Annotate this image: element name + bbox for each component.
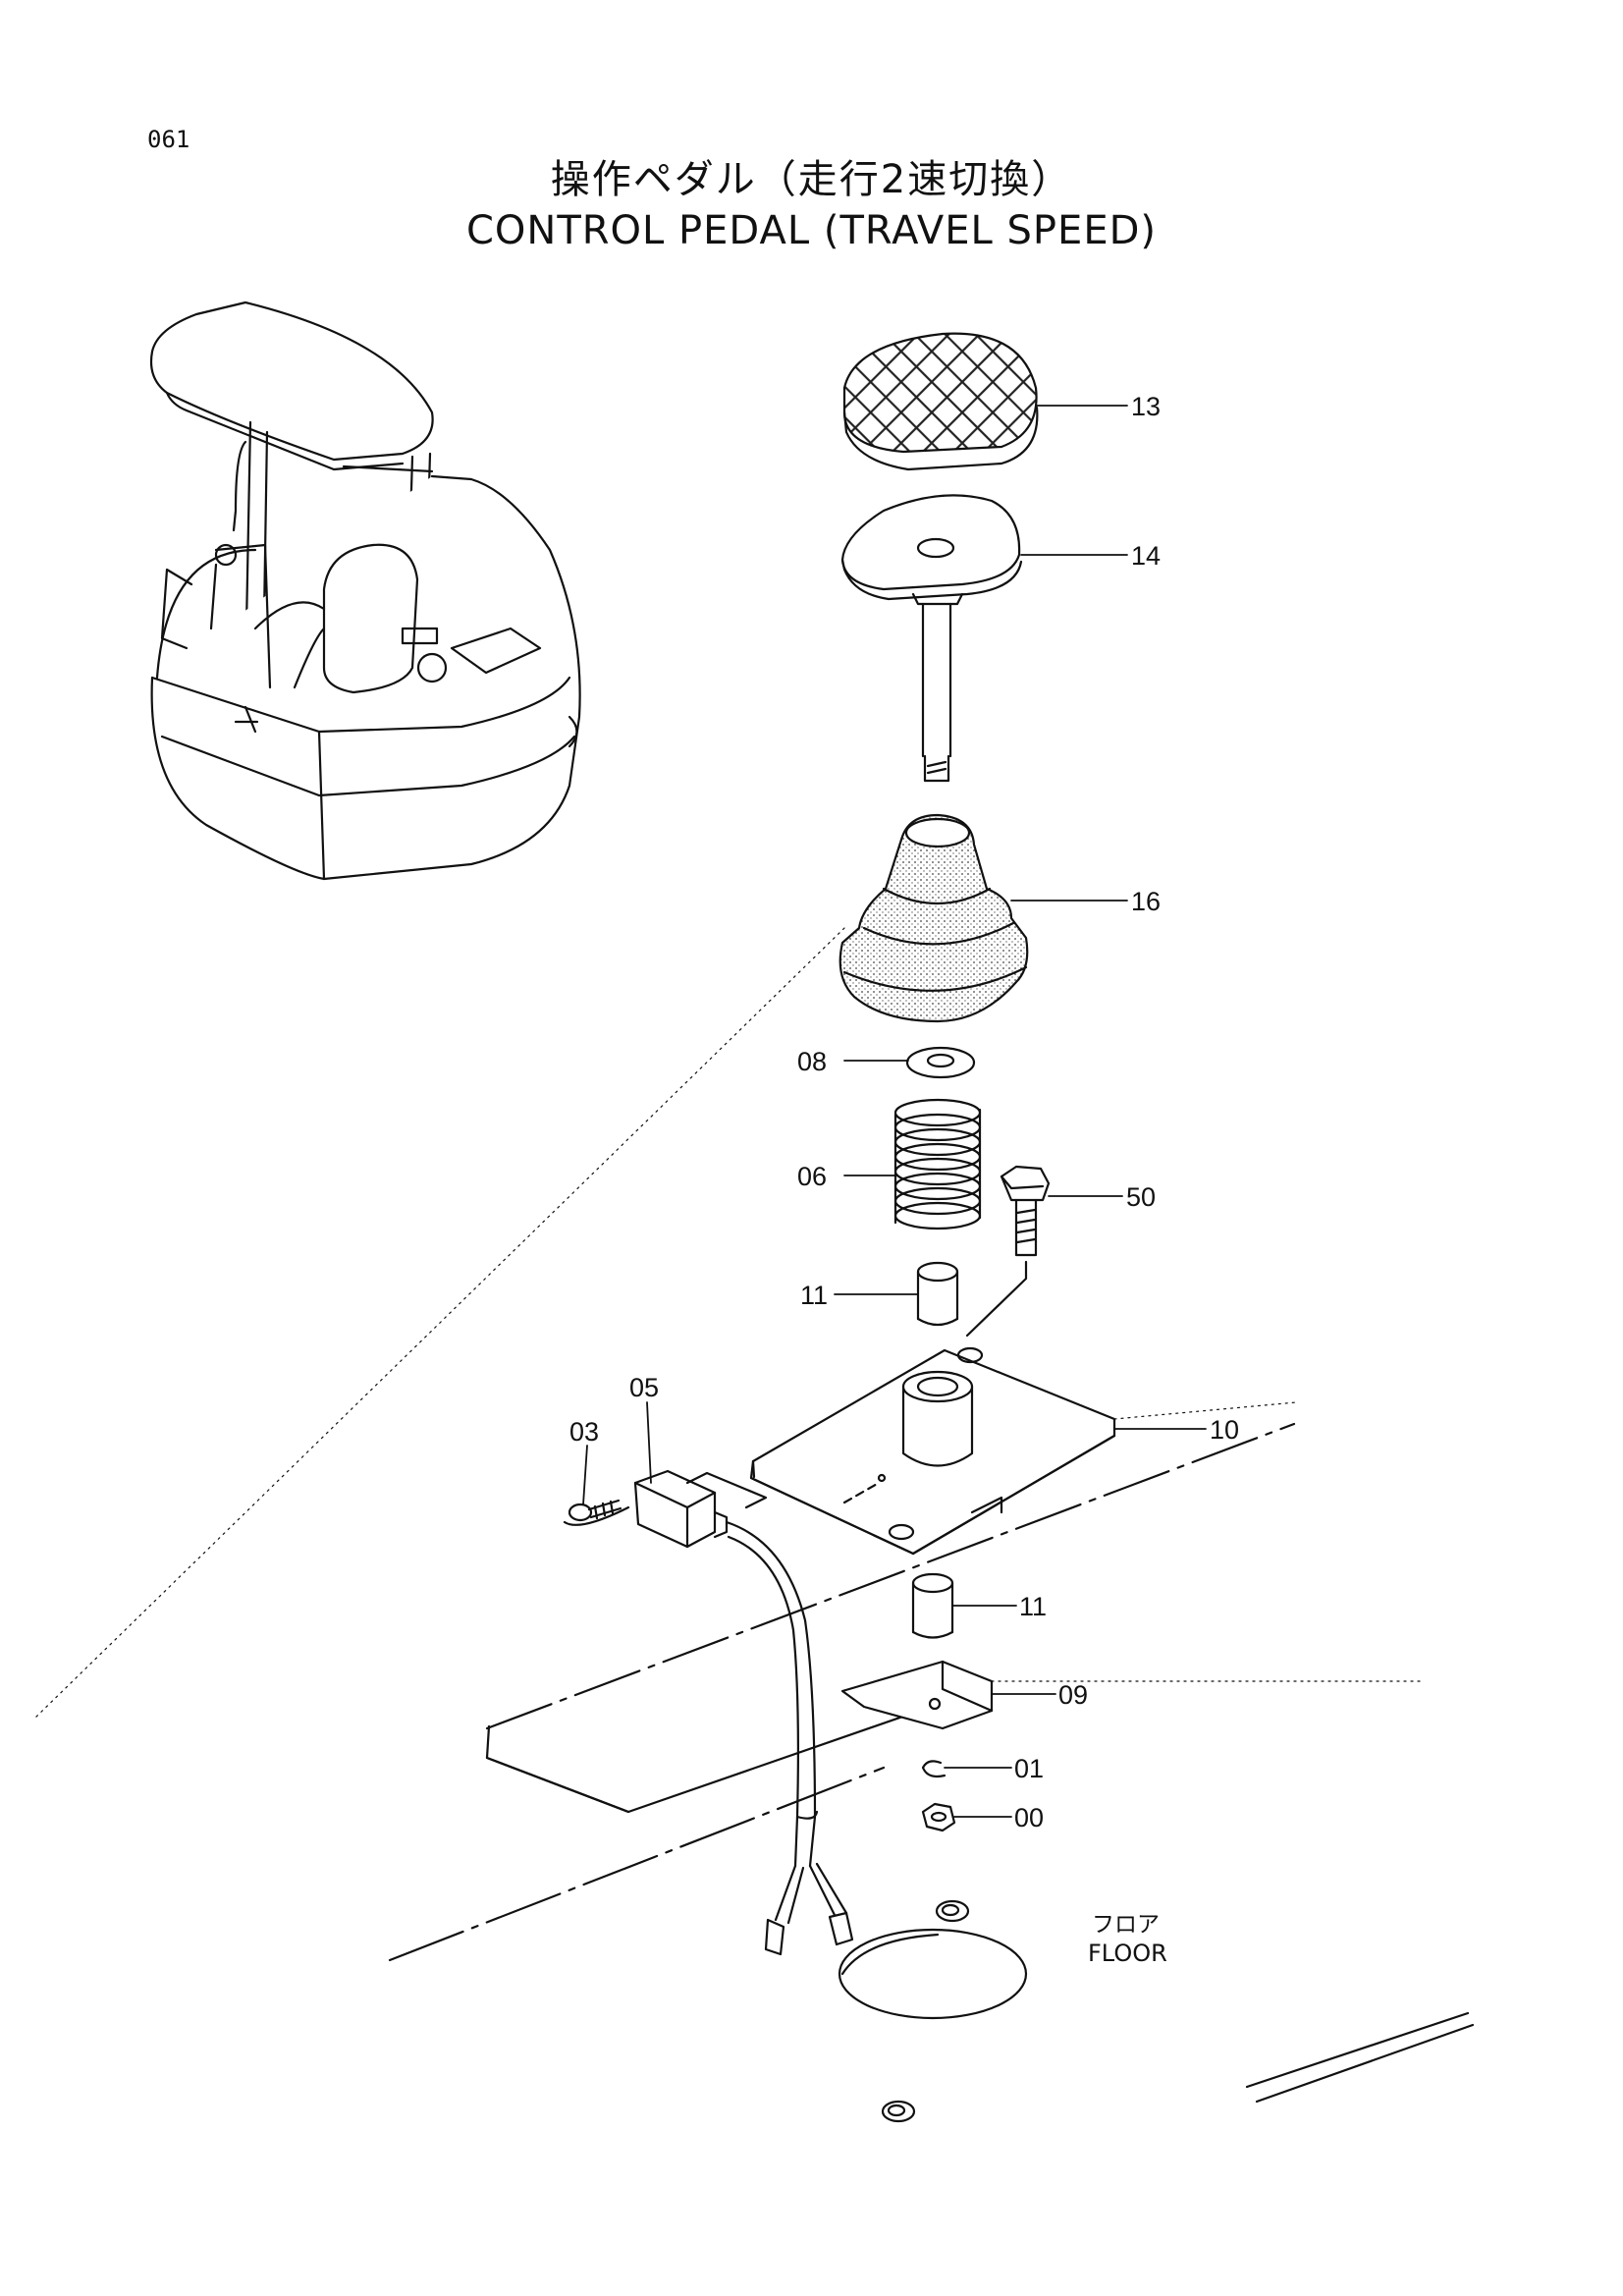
floor-holes [838, 1899, 1028, 2123]
callout-10: 10 [1210, 1415, 1239, 1445]
part-11-collar-top [916, 1261, 959, 1327]
part-03-screw [568, 1499, 622, 1522]
part-50-bolt [965, 1165, 1051, 1338]
callout-16: 16 [1131, 887, 1161, 916]
callout-03: 03 [569, 1417, 599, 1447]
floor-plate [388, 1422, 1475, 2104]
part-10-base-plate [749, 1346, 1116, 1556]
leader-lines [582, 405, 1207, 1818]
callouts: 13 14 16 08 06 50 11 05 03 10 11 09 01 0… [569, 392, 1239, 1832]
part-01-snap-ring [921, 1760, 947, 1778]
title-english: CONTROL PEDAL (TRAVEL SPEED) [465, 208, 1158, 253]
construction-lines [33, 927, 1425, 1720]
callout-13: 13 [1131, 392, 1161, 421]
callout-11-top: 11 [800, 1281, 828, 1310]
part-08-washer [905, 1046, 976, 1079]
callout-11-bottom: 11 [1019, 1592, 1047, 1621]
callout-14: 14 [1131, 541, 1161, 571]
part-13-pedal-pad [842, 332, 1039, 471]
page-number: 061 [147, 126, 190, 153]
part-14-pedal-shaft [840, 494, 1023, 783]
callout-00: 00 [1014, 1803, 1044, 1832]
part-05-switch [563, 1469, 854, 1956]
machine-overview-illustration [149, 301, 581, 881]
callout-09: 09 [1058, 1680, 1088, 1710]
part-11-collar-bottom [911, 1572, 954, 1639]
floor-label-japanese: フロア [1092, 1912, 1160, 1938]
callout-01: 01 [1014, 1754, 1044, 1783]
callout-08: 08 [797, 1047, 827, 1076]
callout-50: 50 [1126, 1182, 1156, 1212]
part-00-nut [921, 1802, 956, 1832]
part-09-bracket [840, 1660, 994, 1730]
part-06-spring [893, 1098, 982, 1230]
callout-05: 05 [629, 1373, 659, 1402]
part-16-rubber-boot [839, 813, 1029, 1023]
title-japanese: 操作ペダル（走行2速切換） [550, 157, 1073, 202]
callout-06: 06 [797, 1162, 827, 1191]
floor-label-english: FLOOR [1088, 1940, 1167, 1967]
